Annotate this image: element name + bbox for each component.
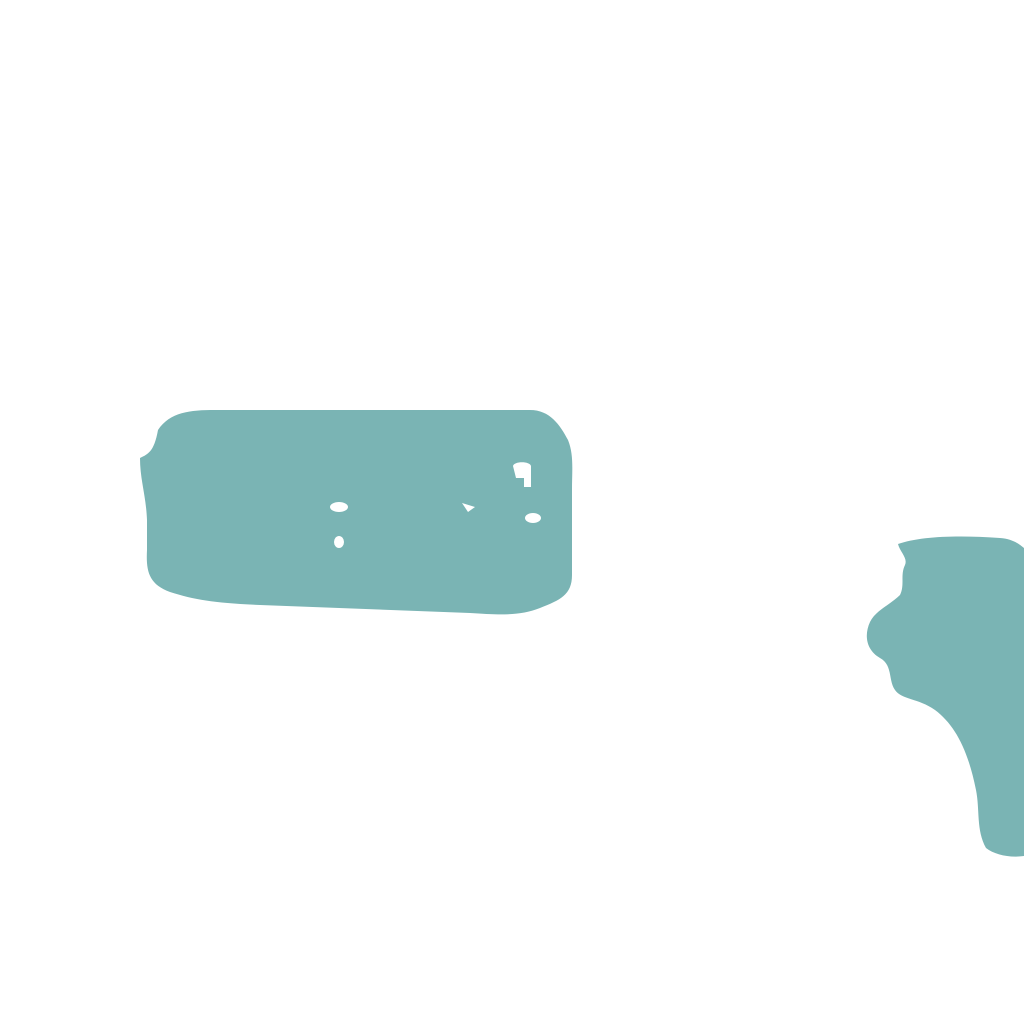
hole xyxy=(513,462,531,487)
hole xyxy=(334,536,344,548)
hole xyxy=(462,503,475,512)
right-edge-region xyxy=(866,536,1024,857)
hole xyxy=(330,502,348,512)
region-holes xyxy=(330,462,541,548)
rectangular-region xyxy=(140,410,573,615)
hole xyxy=(525,513,541,523)
